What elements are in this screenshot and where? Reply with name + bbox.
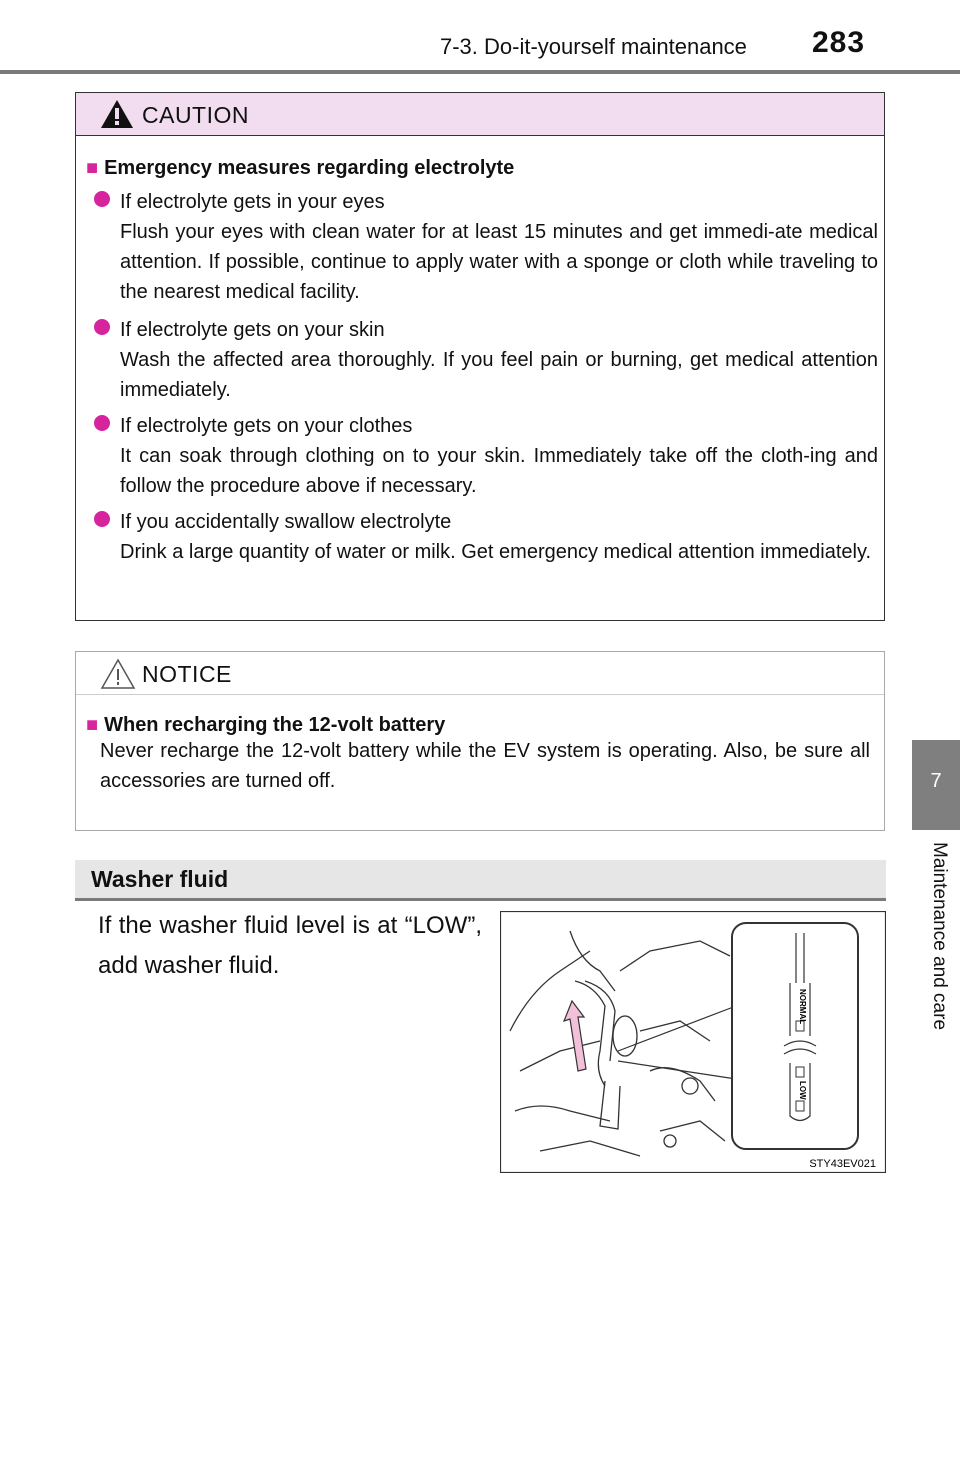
bullet-icon — [94, 415, 110, 431]
caution-box: CAUTION ■Emergency measures regarding el… — [75, 92, 885, 621]
item-heading: If you accidentally swallow electrolyte — [120, 511, 452, 533]
notice-section-label: When recharging the 12-volt battery — [104, 714, 446, 736]
gauge-low-label: LOW — [798, 1081, 807, 1100]
bullet-icon — [94, 191, 110, 207]
notice-header: NOTICE — [76, 652, 884, 695]
gauge-normal-label: NORMAL — [798, 989, 807, 1024]
washer-fluid-illustration: NORMAL LOW STY43EV021 — [500, 911, 886, 1173]
dipstick-detail: NORMAL LOW — [731, 922, 859, 1150]
list-item: If electrolyte gets on your clothes It c… — [94, 411, 878, 501]
notice-box: NOTICE ■When recharging the 12-volt batt… — [75, 651, 885, 831]
caution-header: CAUTION — [76, 93, 884, 136]
notice-title: NOTICE — [142, 661, 232, 687]
item-heading: If electrolyte gets in your eyes — [120, 191, 385, 213]
bullet-icon — [94, 319, 110, 335]
figure-code: STY43EV021 — [809, 1158, 876, 1170]
item-body: It can soak through clothing on to your … — [120, 445, 878, 497]
notice-body: Never recharge the 12-volt battery while… — [100, 740, 870, 792]
item-heading: If electrolyte gets on your clothes — [120, 415, 413, 437]
item-body: Flush your eyes with clean water for at … — [120, 221, 878, 303]
item-body: Drink a large quantity of water or milk.… — [120, 541, 872, 563]
chapter-tab: 7 — [912, 740, 960, 830]
washer-fluid-text: If the washer fluid level is at “LOW”, a… — [98, 912, 482, 979]
arrow-icon — [562, 999, 587, 1072]
header-rule — [0, 70, 960, 74]
washer-fluid-title: Washer fluid — [91, 866, 229, 892]
square-bullet-icon: ■ — [86, 157, 99, 179]
caution-section-label: Emergency measures regarding electrolyte — [104, 157, 515, 179]
chapter-number: 7 — [930, 770, 942, 792]
warning-outline-icon — [100, 658, 136, 689]
notice-section-title: ■When recharging the 12-volt battery — [86, 714, 445, 737]
engine-bay-sketch — [509, 930, 731, 1157]
list-item: If electrolyte gets in your eyes Flush y… — [94, 187, 878, 307]
list-item: If you accidentally swallow electrolyte … — [94, 507, 878, 567]
square-bullet-icon: ■ — [86, 714, 99, 736]
list-item: If electrolyte gets on your skin Wash th… — [94, 315, 878, 405]
item-heading: If electrolyte gets on your skin — [120, 319, 385, 341]
bullet-icon — [94, 511, 110, 527]
caution-title: CAUTION — [142, 102, 249, 128]
chapter-title: Maintenance and care — [929, 842, 950, 1031]
caution-section-title: ■Emergency measures regarding electrolyt… — [86, 157, 514, 180]
warning-icon — [101, 100, 133, 128]
washer-fluid-heading: Washer fluid — [75, 860, 886, 901]
item-body: Wash the affected area thoroughly. If yo… — [120, 349, 878, 401]
page-number: 283 — [812, 26, 866, 59]
header-section-title: 7-3. Do-it-yourself maintenance — [440, 34, 747, 59]
